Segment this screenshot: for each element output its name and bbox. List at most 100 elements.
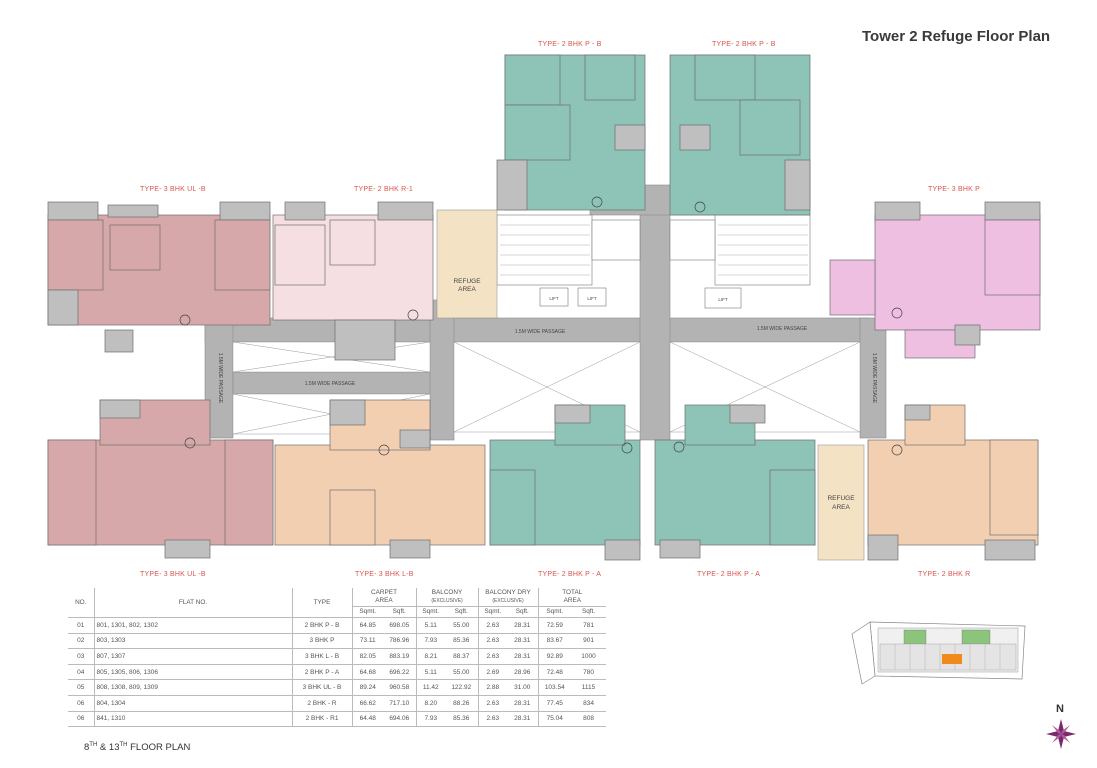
passage-label-4: 1.5M WIDE PASSAGE	[217, 353, 223, 404]
col-balcony: BALCONY(EXCLUSIVE)	[415, 588, 479, 607]
cell-d_m: 2.69	[477, 664, 508, 681]
cell-b_m: 7.93	[415, 633, 446, 650]
cell-type: 3 BHK L - B	[291, 648, 352, 665]
cell-b_f: 122.92	[445, 679, 479, 696]
key-plan	[851, 621, 1026, 685]
cell-flat: 805, 1305, 806, 1306	[93, 664, 292, 681]
cell-b_m: 8.20	[415, 695, 446, 712]
cell-b_f: 55.00	[445, 664, 479, 681]
cell-d_m: 2.63	[477, 617, 508, 634]
cell-type: 3 BHK P	[291, 633, 352, 650]
cell-c_m: 89.24	[351, 679, 383, 696]
cell-c_f: 786.96	[383, 633, 417, 650]
cell-c_m: 82.05	[351, 648, 383, 665]
cell-d_f: 28.31	[507, 633, 539, 650]
cell-d_f: 28.96	[507, 664, 539, 681]
cell-c_f: 883.19	[383, 648, 417, 665]
col-no: NO.	[68, 588, 94, 618]
cell-t_f: 1115	[571, 679, 607, 696]
left-core-passage	[429, 299, 455, 441]
cell-t_f: 1000	[571, 648, 607, 665]
type-label-3bhk-ulb-bottom: TYPE- 3 BHK UL -B	[140, 571, 206, 578]
lift-label-1: LIFT	[549, 296, 559, 301]
unit-3bhk-lb-bottom	[274, 399, 486, 559]
cell-b_f: 88.37	[445, 648, 479, 665]
cell-type: 2 BHK - R	[291, 695, 352, 712]
cell-d_f: 28.31	[507, 617, 539, 634]
cell-t_f: 781	[571, 617, 607, 634]
cell-no: 03	[68, 648, 94, 665]
cell-c_m: 73.11	[351, 633, 383, 650]
key-plan-highlight	[942, 654, 962, 664]
type-label-3bhk-ulb-top: TYPE- 3 BHK UL -B	[140, 186, 206, 193]
cell-no: 06	[68, 711, 94, 728]
cell-b_m: 8.21	[415, 648, 446, 665]
cell-flat: 803, 1303	[93, 633, 292, 650]
cell-t_f: 834	[571, 695, 607, 712]
cell-no: 01	[68, 617, 94, 634]
table-subheader-row: Sqmt. Sqft. Sqmt. Sqft. Sqmt. Sqft. Sqmt…	[68, 606, 607, 618]
cell-no: 06	[68, 695, 94, 712]
cell-d_m: 2.63	[477, 695, 508, 712]
refuge-label-top: REFUGE	[453, 278, 481, 285]
unit-2bhk-pb-left	[496, 54, 646, 211]
stair-lift-core	[496, 214, 811, 309]
cell-t_m: 92.89	[537, 648, 572, 665]
cell-b_m: 11.42	[415, 679, 446, 696]
refuge-area-top	[436, 209, 498, 319]
cell-b_m: 5.11	[415, 664, 446, 681]
cell-no: 02	[68, 633, 94, 650]
type-label-2bhk-r1: TYPE- 2 BHK R-1	[354, 186, 414, 193]
cell-c_m: 66.62	[351, 695, 383, 712]
cell-t_m: 75.04	[537, 711, 572, 728]
unit-3bhk-p-top	[829, 201, 1041, 359]
type-label-2bhk-pa-2: TYPE- 2 BHK P - A	[697, 571, 761, 578]
cell-flat: 801, 1301, 802, 1302	[93, 617, 292, 634]
cell-d_f: 28.31	[507, 695, 539, 712]
refuge-area-bottom	[817, 444, 865, 561]
cell-c_f: 694.06	[383, 711, 417, 728]
type-label-2bhk-pa-1: TYPE- 2 BHK P - A	[538, 571, 602, 578]
cell-flat: 841, 1310	[93, 711, 292, 728]
cell-c_f: 717.10	[383, 695, 417, 712]
lift-label-2: LIFT	[587, 296, 597, 301]
cell-no: 05	[68, 679, 94, 696]
cell-c_m: 64.68	[351, 664, 383, 681]
passage-label-1: 1.5M WIDE PASSAGE	[515, 329, 566, 335]
cell-type: 2 BHK P - A	[291, 664, 352, 681]
refuge-label-top-2: AREA	[458, 286, 476, 293]
floor-plan-caption: 8TH & 13TH FLOOR PLAN	[84, 742, 191, 754]
unit-3bhk-ulb-top	[47, 201, 271, 353]
cell-type: 3 BHK UL - B	[291, 679, 352, 696]
cell-b_m: 7.93	[415, 711, 446, 728]
cell-d_f: 28.31	[507, 648, 539, 665]
unit-2bhk-pa-bottom-1	[489, 404, 641, 561]
cell-t_m: 72.48	[537, 664, 572, 681]
cell-d_m: 2.63	[477, 711, 508, 728]
cell-t_f: 808	[571, 711, 607, 728]
refuge-label-bottom: REFUGE	[827, 495, 855, 502]
north-label: N	[1056, 703, 1064, 715]
unit-2bhk-r1-top	[272, 201, 434, 361]
cell-d_f: 28.31	[507, 711, 539, 728]
cell-b_m: 5.11	[415, 617, 446, 634]
cell-t_m: 103.54	[537, 679, 572, 696]
stair-treads	[500, 224, 808, 276]
cell-flat: 807, 1307	[93, 648, 292, 665]
unit-3bhk-ulb-bottom	[47, 399, 274, 559]
col-flat-no: FLAT NO.	[93, 588, 292, 618]
unit-2bhk-pb-right	[669, 54, 811, 216]
cell-b_f: 55.00	[445, 617, 479, 634]
unit-2bhk-r-bottom	[867, 404, 1039, 561]
col-type: TYPE	[291, 588, 352, 618]
passage-label-5: 1.5M WIDE PASSAGE	[871, 353, 877, 404]
unit-2bhk-pa-bottom-2	[654, 404, 816, 559]
cell-t_m: 72.59	[537, 617, 572, 634]
page-title: Tower 2 Refuge Floor Plan	[862, 28, 1051, 45]
cell-b_f: 85.36	[445, 633, 479, 650]
